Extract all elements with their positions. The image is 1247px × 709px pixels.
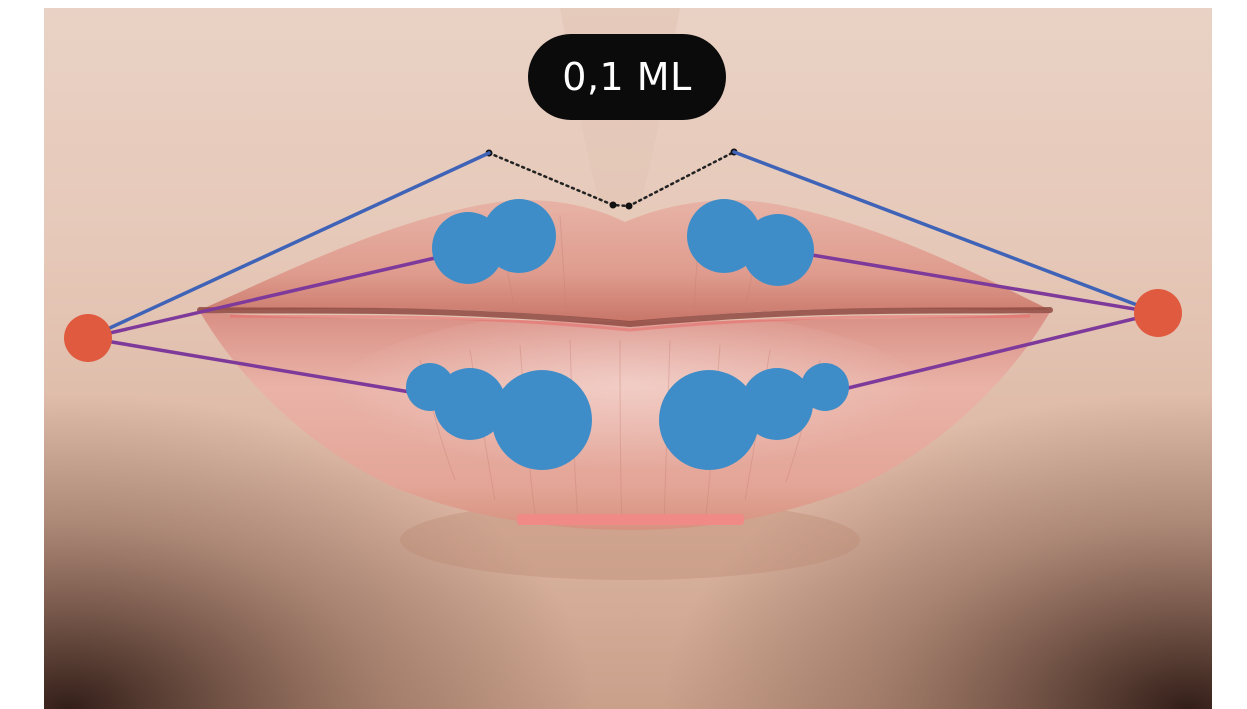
injection-lower-left-3 bbox=[492, 370, 592, 470]
injection-lower-right-3 bbox=[801, 363, 849, 411]
right-corner-anchor bbox=[1134, 289, 1182, 337]
injection-lower-right-1 bbox=[659, 370, 759, 470]
volume-badge-label: 0,1 ML bbox=[562, 55, 691, 99]
volume-badge: 0,1 ML bbox=[528, 34, 726, 120]
cupids-bow-point-center-left bbox=[610, 202, 617, 209]
chin-mark bbox=[517, 514, 744, 525]
cupids-bow-point-center-right bbox=[626, 203, 633, 210]
injection-lower-right-2 bbox=[741, 368, 813, 440]
left-corner-anchor bbox=[64, 314, 112, 362]
injection-upper-right-2 bbox=[742, 214, 814, 286]
injection-upper-left-2 bbox=[482, 199, 556, 273]
